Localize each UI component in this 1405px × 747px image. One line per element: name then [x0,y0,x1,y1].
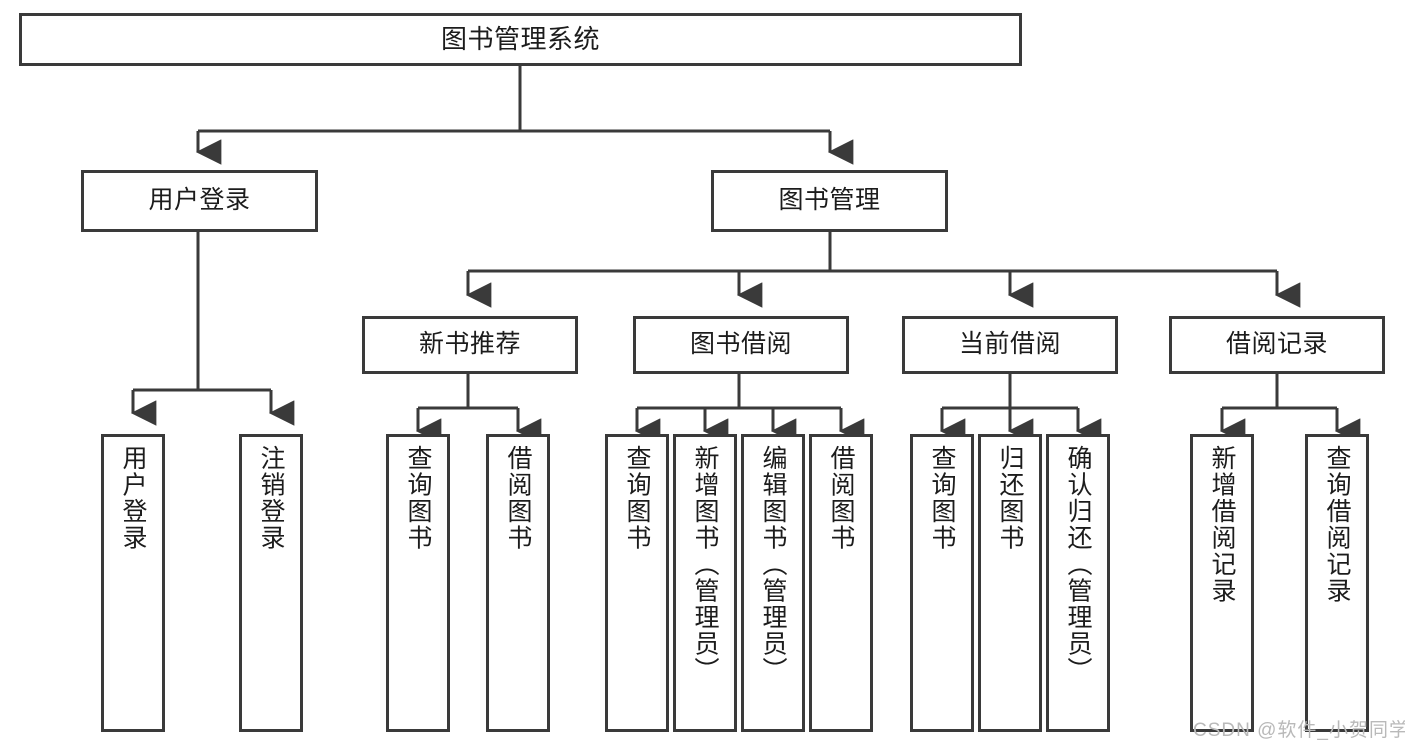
node-label: 当前借阅 [958,330,1061,359]
node-root-system[interactable]: 图书管理系统 [19,13,1022,66]
node-leaf-logout-login[interactable]: 注销登录 [239,434,303,732]
node-label: 新增借阅记录 [1208,445,1236,604]
node-label: 编辑图书（管理员） [759,445,787,684]
node-leaf-query-book-1[interactable]: 查询图书 [386,434,450,732]
node-leaf-add-book[interactable]: 新增图书（管理员） [673,434,737,732]
node-label: 查询借阅记录 [1323,445,1351,604]
node-leaf-return-book[interactable]: 归还图书 [978,434,1042,732]
node-label: 归还图书 [996,445,1024,551]
node-label: 图书借阅 [689,330,792,359]
node-label: 确认归还（管理员） [1064,445,1092,684]
node-label: 注销登录 [257,445,285,551]
node-label: 图书管理系统 [440,24,600,55]
node-leaf-confirm-return[interactable]: 确认归还（管理员） [1046,434,1110,732]
node-label: 新书推荐 [418,330,521,359]
node-label: 查询图书 [404,445,432,551]
node-label: 用户登录 [148,186,251,215]
node-leaf-add-record[interactable]: 新增借阅记录 [1190,434,1254,732]
node-label: 用户登录 [119,445,147,551]
node-label: 图书管理 [778,186,881,215]
node-label: 借阅图书 [827,445,855,551]
node-label: 查询图书 [623,445,651,551]
node-label: 查询图书 [928,445,956,551]
node-leaf-borrow-book-1[interactable]: 借阅图书 [486,434,550,732]
node-book-borrow[interactable]: 图书借阅 [633,316,849,374]
node-leaf-edit-book[interactable]: 编辑图书（管理员） [741,434,805,732]
node-book-manage[interactable]: 图书管理 [711,170,948,232]
node-leaf-query-book-2[interactable]: 查询图书 [605,434,669,732]
node-current-borrow[interactable]: 当前借阅 [902,316,1118,374]
node-borrow-record[interactable]: 借阅记录 [1169,316,1385,374]
node-leaf-borrow-book-2[interactable]: 借阅图书 [809,434,873,732]
node-new-book-rec[interactable]: 新书推荐 [362,316,578,374]
node-label: 借阅图书 [504,445,532,551]
node-leaf-user-login[interactable]: 用户登录 [101,434,165,732]
node-label: 借阅记录 [1225,330,1328,359]
csdn-watermark: CSDN @软件_小贺同学 [1193,720,1405,741]
node-leaf-query-book-3[interactable]: 查询图书 [910,434,974,732]
node-label: 新增图书（管理员） [691,445,719,684]
node-user-login[interactable]: 用户登录 [81,170,318,232]
node-leaf-query-record[interactable]: 查询借阅记录 [1305,434,1369,732]
